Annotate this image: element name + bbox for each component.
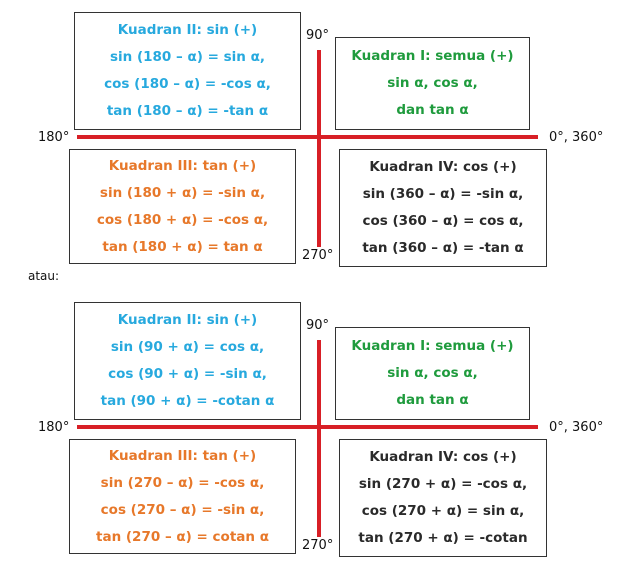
quadrant-diagram-1: Kuadran II: sin (+) sin (180 – α) = sin … bbox=[0, 0, 642, 267]
quadrant-1-title: Kuadran I: semua (+) bbox=[351, 48, 514, 64]
quadrant-3-title: Kuadran III: tan (+) bbox=[108, 447, 257, 464]
angle-label-0-360: 0°, 360° bbox=[549, 420, 604, 436]
quadrant-3-sin-formula: sin (270 – α) = -cos α, bbox=[100, 474, 265, 491]
quadrant-3-cos-formula: cos (180 + α) = -cos α, bbox=[96, 211, 269, 228]
quadrant-2-cos-formula: cos (90 + α) = -sin α, bbox=[108, 366, 267, 382]
quadrant-4-tan-formula: tan (270 + α) = -cotan bbox=[358, 530, 528, 546]
quadrant-4-cos-formula: cos (360 – α) = cos α, bbox=[362, 213, 524, 229]
quadrant-2-tan-formula: tan (180 – α) = -tan α bbox=[106, 103, 269, 119]
quadrant-2-title: Kuadran II: sin (+) bbox=[117, 22, 258, 38]
vertical-axis bbox=[317, 50, 321, 247]
quadrant-4-box: Kuadran IV: cos (+) sin (360 – α) = -sin… bbox=[339, 149, 547, 267]
quadrant-1-line-2: sin α, cos α, bbox=[387, 75, 478, 91]
quadrant-2-box: Kuadran II: sin (+) sin (180 – α) = sin … bbox=[74, 12, 301, 130]
quadrant-4-sin-formula: sin (270 + α) = -cos α, bbox=[358, 476, 528, 492]
vertical-axis bbox=[317, 340, 321, 537]
quadrant-1-line-3: dan tan α bbox=[396, 102, 469, 118]
quadrant-2-tan-formula: tan (90 + α) = -cotan α bbox=[100, 393, 275, 409]
quadrant-3-box: Kuadran III: tan (+) sin (180 + α) = -si… bbox=[69, 149, 296, 264]
quadrant-4-tan-formula: tan (360 – α) = -tan α bbox=[362, 240, 524, 256]
quadrant-3-title: Kuadran III: tan (+) bbox=[108, 157, 257, 174]
quadrant-4-box: Kuadran IV: cos (+) sin (270 + α) = -cos… bbox=[339, 439, 547, 557]
quadrant-4-title: Kuadran IV: cos (+) bbox=[369, 449, 517, 465]
quadrant-1-box: Kuadran I: semua (+) sin α, cos α, dan t… bbox=[335, 327, 530, 420]
angle-label-90: 90° bbox=[306, 318, 330, 334]
quadrant-1-box: Kuadran I: semua (+) sin α, cos α, dan t… bbox=[335, 37, 530, 130]
quadrant-3-sin-formula: sin (180 + α) = -sin α, bbox=[99, 184, 266, 201]
horizontal-axis bbox=[77, 135, 538, 139]
quadrant-4-sin-formula: sin (360 – α) = -sin α, bbox=[362, 186, 524, 202]
angle-label-270: 270° bbox=[302, 248, 334, 264]
angle-label-180: 180° bbox=[38, 130, 70, 146]
angle-label-270: 270° bbox=[302, 538, 334, 554]
horizontal-axis bbox=[77, 425, 538, 429]
quadrant-3-tan-formula: tan (180 + α) = tan α bbox=[102, 238, 263, 255]
quadrant-2-title: Kuadran II: sin (+) bbox=[117, 312, 258, 328]
quadrant-3-cos-formula: cos (270 – α) = -sin α, bbox=[100, 501, 265, 518]
quadrant-1-title: Kuadran I: semua (+) bbox=[351, 338, 514, 354]
quadrant-2-sin-formula: sin (180 – α) = sin α, bbox=[109, 49, 265, 65]
quadrant-1-line-2: sin α, cos α, bbox=[387, 365, 478, 381]
quadrant-4-cos-formula: cos (270 + α) = sin α, bbox=[361, 503, 525, 519]
quadrant-2-box: Kuadran II: sin (+) sin (90 + α) = cos α… bbox=[74, 302, 301, 420]
angle-label-0-360: 0°, 360° bbox=[549, 130, 604, 146]
quadrant-2-sin-formula: sin (90 + α) = cos α, bbox=[110, 339, 265, 355]
quadrant-3-tan-formula: tan (270 – α) = cotan α bbox=[96, 528, 269, 545]
quadrant-1-line-3: dan tan α bbox=[396, 392, 469, 408]
quadrant-2-cos-formula: cos (180 – α) = -cos α, bbox=[104, 76, 271, 92]
quadrant-diagram-2: Kuadran II: sin (+) sin (90 + α) = cos α… bbox=[0, 290, 642, 557]
angle-label-90: 90° bbox=[306, 28, 330, 44]
separator-text: atau: bbox=[28, 269, 60, 283]
angle-label-180: 180° bbox=[38, 420, 70, 436]
quadrant-4-title: Kuadran IV: cos (+) bbox=[369, 159, 517, 175]
quadrant-3-box: Kuadran III: tan (+) sin (270 – α) = -co… bbox=[69, 439, 296, 554]
